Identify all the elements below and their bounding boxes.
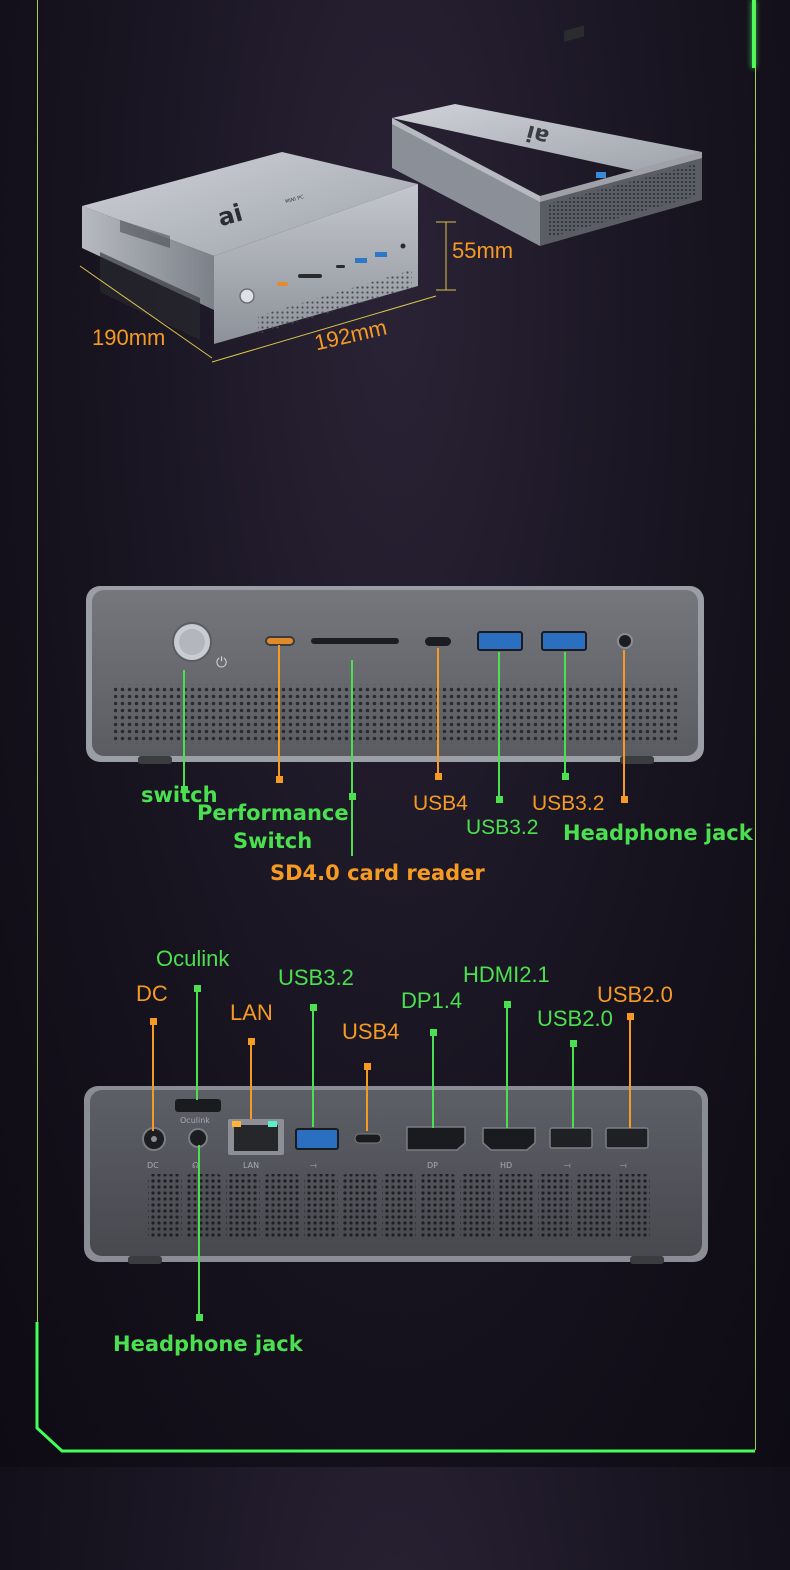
dimension-depth: 190mm: [92, 325, 166, 350]
svg-text:⟞: ⟞: [310, 1161, 317, 1170]
label-rear-lan: LAN: [230, 1000, 273, 1025]
label-rear-hdmi21: HDMI2.1: [463, 962, 550, 987]
svg-text:⟞: ⟞: [620, 1161, 627, 1170]
oculink-port-text: Oculink: [180, 1116, 210, 1125]
hd-port-text: HD: [500, 1161, 512, 1170]
dimension-lines: [79, 221, 456, 363]
rear-panel-device: Oculink DC ☊ LAN ⟞ DP HD ⟞ ⟞: [84, 1086, 708, 1264]
frame-right-line: [755, 0, 756, 1450]
svg-text:⟞: ⟞: [564, 1161, 571, 1170]
dc-port-text: DC: [147, 1161, 159, 1170]
label-rear-usb32: USB3.2: [278, 965, 354, 990]
label-rear-dp14: DP1.4: [401, 988, 463, 1013]
svg-text:⏻: ⏻: [216, 655, 227, 671]
label-switch: switch: [141, 783, 218, 807]
label-performance: Performance: [197, 801, 349, 825]
label-rear-usb20-b: USB2.0: [597, 982, 673, 1007]
label-front-usb32-b: USB3.2: [532, 792, 605, 815]
front-angle-device: ai MINI PC: [82, 152, 418, 344]
label-rear-headphone-jack: Headphone jack: [113, 1332, 303, 1356]
front-panel-device: ⏻: [86, 586, 704, 764]
rear-angle-device: ai: [392, 25, 702, 246]
label-performance-switch: Switch: [233, 829, 313, 853]
lan-port-text: LAN: [243, 1161, 259, 1170]
top-label: MINI PC: [285, 194, 306, 205]
frame-top-right-accent: [752, 0, 755, 68]
svg-text:☊: ☊: [192, 1161, 199, 1170]
device-renders: ai ai MINI PC: [79, 25, 702, 363]
dimension-width: 55mm: [452, 238, 514, 263]
label-front-usb4: USB4: [413, 792, 468, 815]
label-rear-usb20-a: USB2.0: [537, 1006, 613, 1031]
label-front-usb32-a: USB3.2: [466, 816, 539, 839]
frame-bottom-left-accent: [35, 1322, 755, 1453]
label-rear-oculink: Oculink: [156, 946, 230, 971]
label-front-headphone-jack: Headphone jack: [563, 821, 753, 845]
dp-port-text: DP: [427, 1161, 438, 1170]
label-rear-dc: DC: [136, 981, 168, 1006]
label-sd-card-reader: SD4.0 card reader: [270, 861, 485, 885]
label-rear-usb4: USB4: [342, 1019, 400, 1044]
frame-left-line: [37, 0, 38, 1322]
